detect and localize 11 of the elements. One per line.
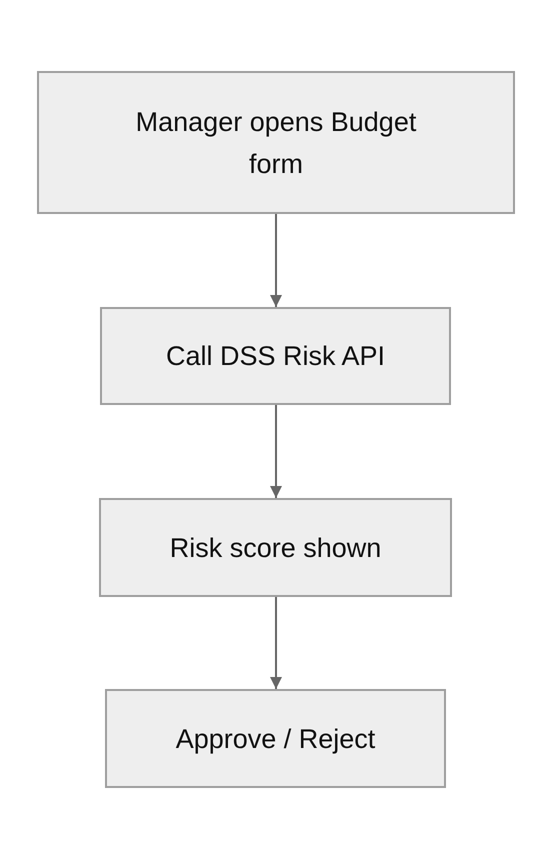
process-box	[100, 307, 451, 405]
step-text: Manager opens Budget form	[134, 106, 418, 180]
arrow	[270, 405, 282, 498]
arrow	[270, 214, 282, 307]
step-text: Risk score shown	[170, 532, 382, 564]
process-box	[105, 689, 446, 788]
step-text: Approve / Reject	[176, 722, 376, 756]
arrow	[270, 597, 282, 689]
step-text: Call DSS Risk API	[166, 340, 386, 373]
process-box	[99, 498, 452, 597]
process-box	[37, 71, 515, 214]
